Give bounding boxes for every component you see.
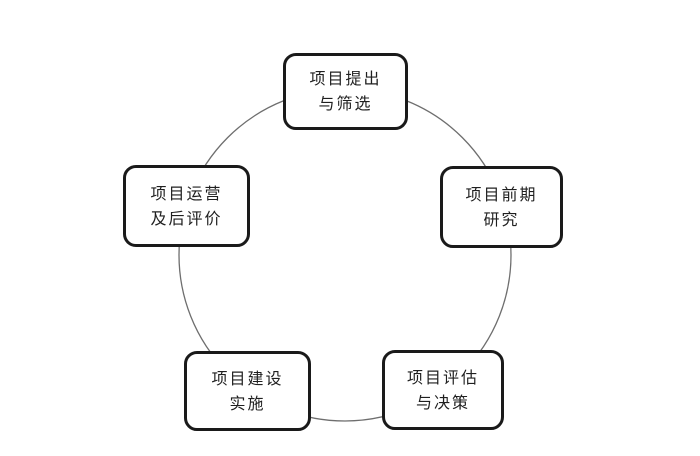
- node-label-line: 研究: [483, 209, 520, 229]
- node-label-line: 及后评价: [150, 208, 223, 228]
- node-project-preliminary-research: 项目前期 研究: [440, 166, 563, 248]
- node-project-construction-implementation: 项目建设 实施: [184, 351, 311, 431]
- node-label-line: 与筛选: [318, 94, 373, 113]
- node-label-line: 项目评估: [406, 367, 479, 387]
- node-project-evaluation-decision: 项目评估 与决策: [382, 350, 504, 430]
- node-label-line: 与决策: [415, 392, 470, 412]
- node-project-operation-post-evaluation: 项目运营 及后评价: [123, 165, 250, 247]
- node-label-line: 项目前期: [465, 184, 538, 204]
- node-label-line: 项目运营: [150, 183, 223, 203]
- node-label-line: 项目建设: [211, 368, 284, 388]
- node-label-line: 实施: [229, 393, 266, 413]
- node-project-proposal-screening: 项目提出 与筛选: [283, 53, 408, 130]
- node-label-line: 项目提出: [309, 69, 382, 88]
